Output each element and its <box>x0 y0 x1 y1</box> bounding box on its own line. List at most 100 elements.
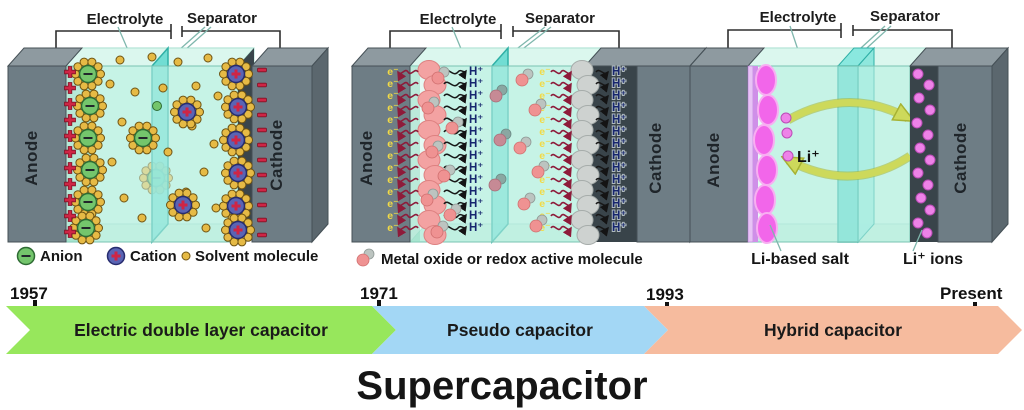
svg-text:e⁻: e⁻ <box>539 150 550 162</box>
separator-bracket <box>513 30 620 54</box>
svg-text:e⁻: e⁻ <box>539 138 550 150</box>
cation-legend-label: Cation <box>130 248 177 265</box>
svg-text:H⁺: H⁺ <box>612 66 626 78</box>
svg-text:H⁺: H⁺ <box>612 126 626 138</box>
ions-leader-line <box>912 229 923 252</box>
metal-oxide-legend-icon <box>356 248 375 267</box>
electron-labels-left: e⁻e⁻e⁻e⁻e⁻e⁻e⁻e⁻e⁻e⁻e⁻e⁻e⁻e⁻ <box>387 66 398 234</box>
svg-text:e⁻: e⁻ <box>387 150 398 162</box>
svg-text:e⁻: e⁻ <box>387 102 398 114</box>
cathode-label: Cathode <box>951 122 970 194</box>
panel-pseudo: Electrolyte Separator Anode Cathode e⁻e⁻… <box>350 10 708 268</box>
svg-text:H⁺: H⁺ <box>469 78 483 90</box>
electrolyte-bracket <box>55 30 171 54</box>
svg-text:H⁺: H⁺ <box>612 198 626 210</box>
svg-text:e⁻: e⁻ <box>387 198 398 210</box>
anion-legend-icon <box>16 246 36 266</box>
svg-text:H⁺: H⁺ <box>469 126 483 138</box>
cation-legend-icon <box>106 246 126 266</box>
svg-text:H⁺: H⁺ <box>612 78 626 90</box>
cathode-inner-face <box>910 66 938 242</box>
svg-text:H⁺: H⁺ <box>469 90 483 102</box>
svg-text:H⁺: H⁺ <box>469 102 483 114</box>
tick-1957 <box>33 300 37 309</box>
svg-text:H⁺: H⁺ <box>612 222 626 234</box>
pseudo-legend: Metal oxide or redox active molecule <box>356 248 643 268</box>
svg-text:e⁻: e⁻ <box>539 78 550 90</box>
svg-text:H⁺: H⁺ <box>469 222 483 234</box>
anode-block <box>689 65 749 243</box>
svg-text:H⁺: H⁺ <box>469 66 483 78</box>
svg-text:H⁺: H⁺ <box>612 210 626 222</box>
svg-text:e⁻: e⁻ <box>387 90 398 102</box>
year-1957: 1957 <box>10 284 48 303</box>
separator-label: Separator <box>525 10 595 27</box>
svg-text:e⁻: e⁻ <box>387 114 398 126</box>
svg-text:e⁻: e⁻ <box>539 90 550 102</box>
panel-hybrid: Electrolyte Separator Anode Li⁺ Cathode … <box>688 8 1010 268</box>
solvent-legend-label: Solvent molecule <box>195 248 318 265</box>
li-ions-label: Li⁺ ions <box>903 251 963 268</box>
svg-text:H⁺: H⁺ <box>612 102 626 114</box>
cathode-side-face <box>991 46 1009 244</box>
anode-top-face <box>6 47 84 67</box>
year-1993: 1993 <box>646 285 684 304</box>
cathode-block <box>251 65 313 243</box>
era-label-hybrid: Hybrid capacitor <box>764 320 902 340</box>
svg-text:H⁺: H⁺ <box>612 138 626 150</box>
anion-legend-label: Anion <box>40 248 83 265</box>
cathode-top-face <box>583 47 708 67</box>
salt-leader-line <box>769 224 782 252</box>
anode-label: Anode <box>22 130 41 185</box>
salt-substrate-strip-inner <box>753 66 758 242</box>
free-anion-dot <box>152 101 162 111</box>
cathode-block <box>937 65 993 243</box>
svg-text:e⁻: e⁻ <box>387 162 398 174</box>
cathode-label: Cathode <box>267 119 286 191</box>
svg-text:e⁻: e⁻ <box>539 114 550 126</box>
svg-text:H⁺: H⁺ <box>469 198 483 210</box>
svg-text:e⁻: e⁻ <box>539 126 550 138</box>
svg-text:e⁻: e⁻ <box>539 222 550 234</box>
li-ion-label: Li⁺ <box>797 149 820 166</box>
electrolyte <box>747 65 911 243</box>
panel-edlc: Electrolyte Separator Anode Cathode Anio… <box>6 10 330 266</box>
svg-text:e⁻: e⁻ <box>539 186 550 198</box>
svg-text:e⁻: e⁻ <box>387 138 398 150</box>
tick-1971 <box>377 300 381 309</box>
salt-substrate-strip <box>747 65 754 243</box>
era-label-pseudo: Pseudo capacitor <box>447 320 593 340</box>
svg-text:H⁺: H⁺ <box>612 114 626 126</box>
electrolyte-label: Electrolyte <box>87 11 164 28</box>
electrolyte-top-face <box>747 47 927 67</box>
li-salt-label: Li-based salt <box>751 251 849 268</box>
svg-text:e⁻: e⁻ <box>387 210 398 222</box>
svg-text:e⁻: e⁻ <box>387 174 398 186</box>
svg-text:H⁺: H⁺ <box>469 174 483 186</box>
era-band-edlc <box>6 306 396 354</box>
svg-text:H⁺: H⁺ <box>612 174 626 186</box>
svg-text:H⁺: H⁺ <box>469 150 483 162</box>
svg-text:e⁻: e⁻ <box>387 126 398 138</box>
year-present: Present <box>940 284 1003 303</box>
electrolyte-label: Electrolyte <box>760 9 837 26</box>
anode-label: Anode <box>357 130 376 185</box>
cathode-top-face <box>908 47 1010 67</box>
svg-text:H⁺: H⁺ <box>469 210 483 222</box>
svg-text:e⁻: e⁻ <box>387 186 398 198</box>
cathode-side-face <box>311 46 329 244</box>
svg-text:H⁺: H⁺ <box>469 138 483 150</box>
edlc-legend: Anion Cation Solvent molecule <box>16 246 318 266</box>
year-1971: 1971 <box>360 284 398 303</box>
metal-oxide-legend-label: Metal oxide or redox active molecule <box>381 251 643 268</box>
figure-title: Supercapacitor <box>356 364 647 408</box>
cathode-block <box>636 65 691 243</box>
electrolyte-bracket <box>389 30 501 54</box>
timeline: 1957 1971 1993 Present Electric double l… <box>6 284 1022 408</box>
svg-text:H⁺: H⁺ <box>469 186 483 198</box>
era-label-edlc: Electric double layer capacitor <box>74 320 328 340</box>
svg-text:H⁺: H⁺ <box>612 186 626 198</box>
era-band-hybrid <box>644 306 1022 354</box>
svg-text:H⁺: H⁺ <box>612 162 626 174</box>
